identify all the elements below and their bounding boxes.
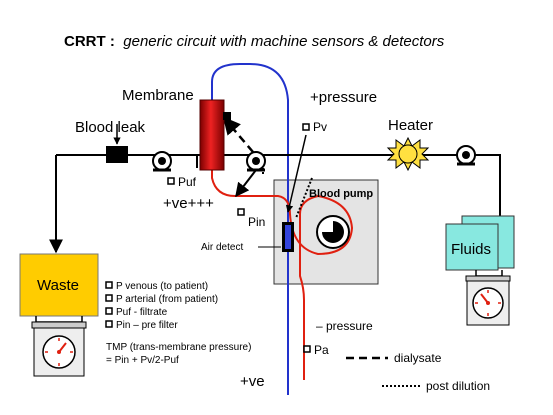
plus-pressure-label: +pressure [310, 89, 377, 106]
air-detect-label: Air detect [201, 242, 243, 253]
pv-label: Pv [313, 120, 327, 134]
diagram-title: CRRT : generic circuit with machine sens… [64, 33, 445, 50]
legend-bullet-4 [105, 320, 113, 328]
post-dilution-line [295, 177, 313, 219]
legend-item-3: Puf - filtrate [116, 307, 168, 318]
puf-label: Puf [178, 175, 197, 189]
heater-label: Heater [388, 117, 433, 134]
pa-label: Pa [314, 343, 329, 357]
legend-bullet-3 [105, 307, 113, 315]
waste-label: Waste [37, 277, 79, 294]
fluid-scale-dial-icon [472, 287, 504, 319]
legend-item-2: P arterial (from patient) [116, 294, 218, 305]
blood-pump-rotor-icon [316, 215, 350, 249]
legend-bullet-2 [105, 294, 113, 302]
legend-item-4: Pin – pre filter [116, 320, 178, 331]
pre-filter-pump [246, 151, 266, 172]
effluent-pump [152, 151, 172, 172]
pv-pointer [285, 134, 307, 213]
fluid-bag-front [445, 223, 499, 271]
waste-scale-platform [31, 321, 87, 329]
pin-sensor [237, 208, 245, 216]
waste-scale-dial-icon [42, 335, 76, 369]
dialysate-legend-label: dialysate [394, 351, 442, 365]
ve-plus-bottom-label: +ve [240, 373, 265, 390]
arterial-line [211, 168, 354, 380]
fluids-label: Fluids [451, 241, 491, 258]
puf-sensor [167, 177, 175, 185]
pa-sensor [303, 345, 311, 353]
membrane-port [223, 112, 231, 120]
dialysate-in-line [222, 116, 254, 153]
legend-item-1: P venous (to patient) [116, 281, 208, 292]
membrane-label: Membrane [122, 87, 194, 104]
fluid-scale-platform [465, 275, 511, 282]
blood-leak-label: Blood leak [75, 119, 146, 136]
fluid-pump [456, 145, 476, 166]
pin-label: Pin [248, 215, 265, 229]
heater-icon [386, 136, 430, 172]
pre-dilution-line [235, 169, 257, 198]
blood-pump-label: Blood pump [309, 188, 373, 200]
legend-bullet-1 [105, 281, 113, 289]
membrane-filter [199, 99, 225, 171]
minus-pressure-label: – pressure [316, 319, 373, 333]
blood-leak-detector [106, 146, 128, 163]
waste-bag [19, 253, 99, 317]
venous-line [211, 63, 289, 395]
air-detector-window [285, 225, 291, 249]
pv-sensor [302, 123, 310, 131]
post-dilution-legend-label: post dilution [426, 379, 490, 393]
tmp-line-2: = Pin + Pv/2-Puf [106, 355, 179, 366]
tmp-line-1: TMP (trans-membrane pressure) [106, 342, 251, 353]
ve-plus-top-label: +ve+++ [163, 195, 214, 212]
